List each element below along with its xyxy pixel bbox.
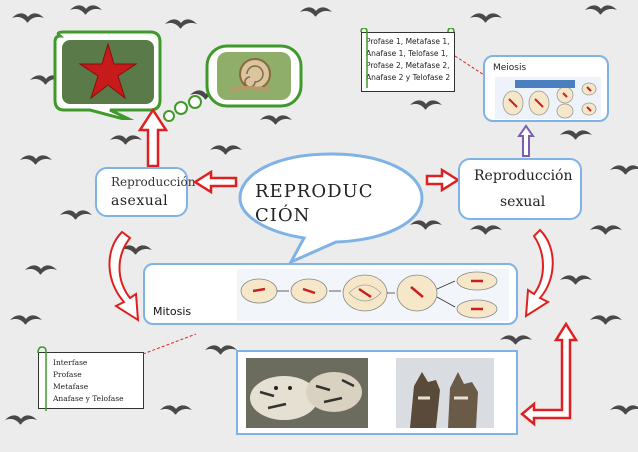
mitosis-phase-2: Profase <box>53 370 82 379</box>
arrow-up-meiosis <box>517 124 535 157</box>
mitosis-phase-4: Anafase y Telofase <box>53 394 124 403</box>
snail-image <box>163 44 303 122</box>
asexual-subtitle: asexual <box>111 193 169 209</box>
meiosis-phases-note: Profase 1, Metafase 1, Anafase 1, Telofa… <box>361 32 455 92</box>
mitosis-phase-1: Interfase <box>53 358 88 367</box>
meiosis-phase-2: Anafase 1, Telofase 1, <box>366 49 449 58</box>
mitosis-box: Mitosis <box>143 263 518 325</box>
mitosis-diagram <box>237 269 509 321</box>
arrow-curve-sexual <box>524 228 554 318</box>
tigers-image <box>246 358 368 428</box>
meiosis-connector <box>454 55 485 76</box>
asexual-title: Reproducción <box>111 175 196 189</box>
center-title-line1: REPRODUC <box>255 181 374 202</box>
meiosis-label: Meiosis <box>493 63 527 73</box>
meiosis-box: Meiosis <box>483 55 609 122</box>
mitosis-phases-note: Interfase Profase Metafase Anafase y Tel… <box>38 352 144 409</box>
meiosis-phase-3: Profase 2, Metafase 2, <box>366 61 450 70</box>
animals-box <box>236 350 518 435</box>
center-bubble <box>238 152 424 265</box>
asexual-reproduction-box: Reproducción asexual <box>95 167 195 217</box>
mitosis-note-scroll <box>37 346 47 411</box>
mitosis-label: Mitosis <box>153 305 192 318</box>
center-title-line2: CIÓN <box>255 205 311 224</box>
meiosis-phase-4: Anafase 2 y Telofase 2 <box>366 73 451 82</box>
arrow-up-asexual <box>138 108 168 168</box>
arrow-left-asexual <box>193 170 238 194</box>
center-title: REPRODUC CIÓN <box>255 180 405 224</box>
mitosis-phase-3: Metafase <box>53 382 89 391</box>
sexual-reproduction-box: Reproducción sexual <box>458 158 582 220</box>
meiosis-note-scroll <box>360 28 455 88</box>
sexual-subtitle: sexual <box>500 194 546 210</box>
sexual-title: Reproducción <box>474 168 573 184</box>
arrow-right-sexual <box>425 168 460 192</box>
arrow-hook-animals <box>520 321 579 427</box>
meiosis-phase-1: Profase 1, Metafase 1, <box>366 37 450 46</box>
starfish-image <box>53 30 162 120</box>
meiosis-diagram <box>495 77 601 119</box>
wolves-image <box>396 358 494 428</box>
arrow-curve-mitosis <box>108 230 140 322</box>
mitosis-connector <box>142 333 197 355</box>
